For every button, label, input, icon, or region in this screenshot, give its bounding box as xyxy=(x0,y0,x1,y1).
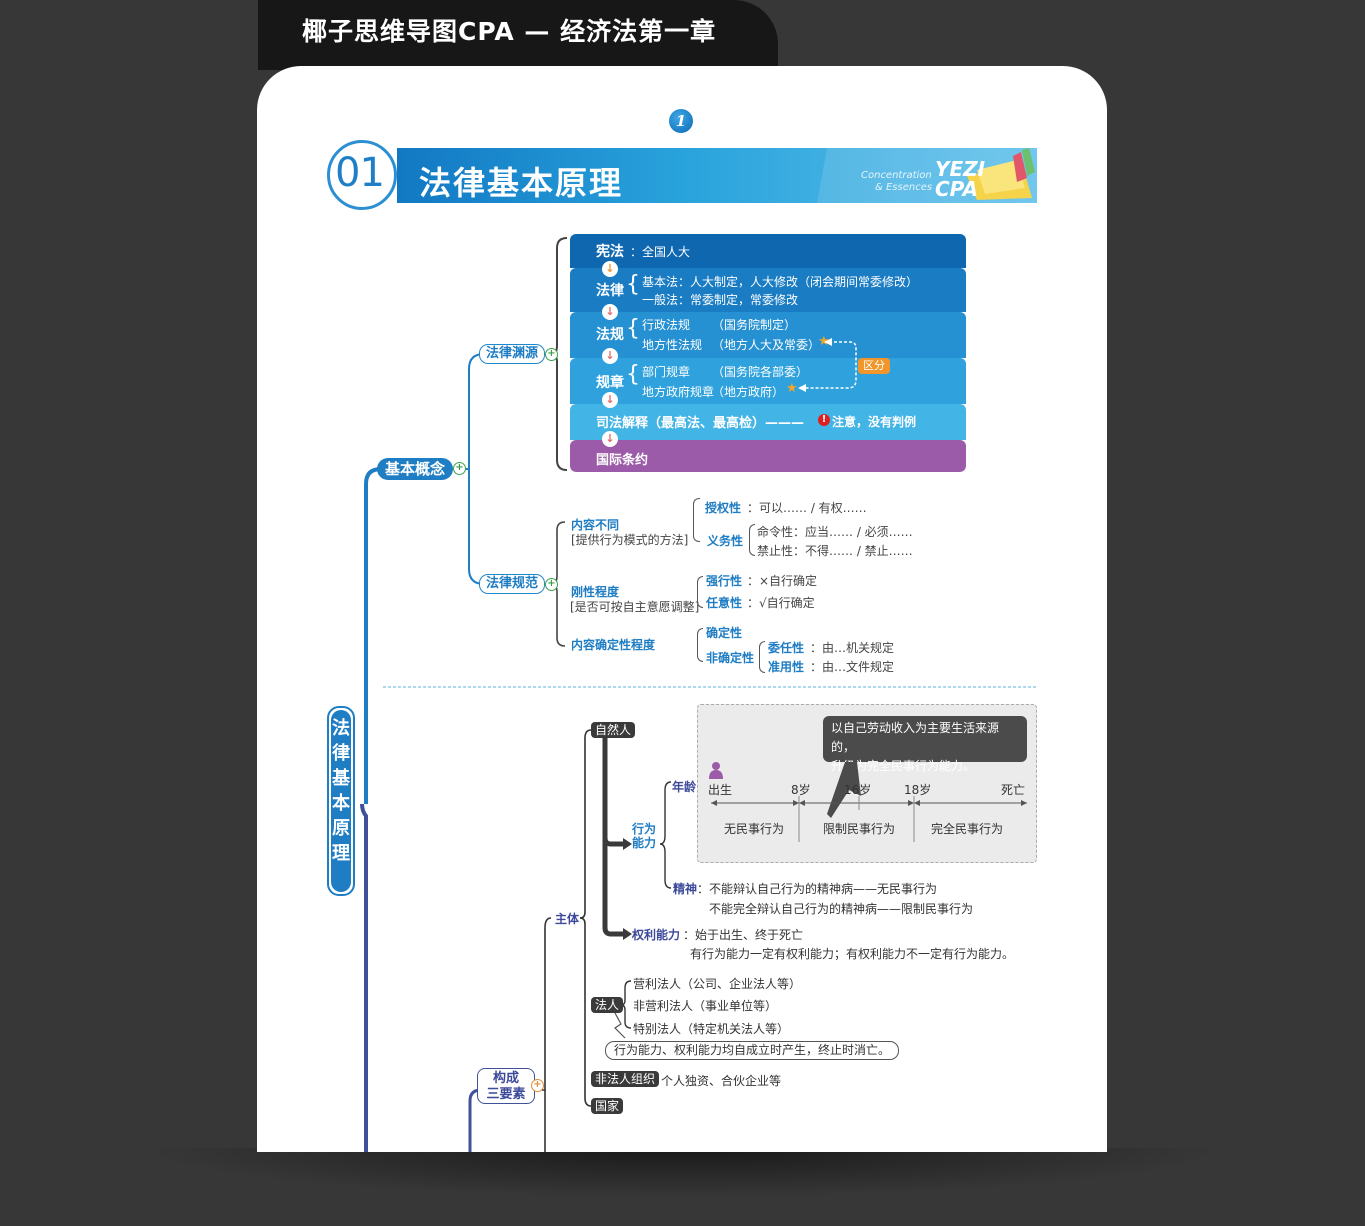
legal-norm-node[interactable]: 法律规范 xyxy=(479,574,545,594)
document-page: 1 01 法律基本原理 Concentration& Essences YEZI… xyxy=(257,66,1107,1152)
distinguish-connector xyxy=(570,234,966,472)
mental-line1: ：不能辩认自己行为的精神病——无民事行为 xyxy=(697,880,937,897)
three-elements-node[interactable]: 构成三要素 xyxy=(477,1068,535,1104)
legal-person-item-3: 特别法人（特定机关法人等） xyxy=(633,1020,789,1037)
optional-desc: ：√自行确定 xyxy=(747,594,815,611)
mandatory-desc: ：×自行确定 xyxy=(747,572,817,589)
subject-label: 主体 xyxy=(555,910,579,927)
quasi-desc: ：由…文件规定 xyxy=(810,658,894,675)
legal-source-hierarchy: 宪法 ：全国人大 ↓ 法律 { 基本法：人大制定，人大修改（闭会期间常委修改） … xyxy=(570,234,966,472)
basic-concept-node[interactable]: 基本概念 xyxy=(377,458,453,480)
judicial-note: 注意，没有判例 xyxy=(832,413,916,430)
brace xyxy=(697,628,703,662)
non-legal-org-desc: 个人独资、合伙企业等 xyxy=(661,1072,781,1089)
capacity-label: 行为能力 xyxy=(632,822,656,850)
non-legal-org-tag: 非法人组织 xyxy=(591,1071,659,1087)
delegated-label: 委任性 xyxy=(768,639,804,656)
expand-plus-icon[interactable]: + xyxy=(545,578,558,591)
rights-line2: 有行为能力一定有权利能力；有权利能力不一定有行为能力。 xyxy=(690,945,1014,962)
legal-source-node[interactable]: 法律渊源 xyxy=(479,344,545,364)
segment-no-capacity: 无民事行为 xyxy=(724,820,784,837)
timeline-point-birth: 出生 xyxy=(708,781,732,798)
legal-person-note: 行为能力、权利能力均自成立时产生，终止时消亡。 xyxy=(605,1041,899,1060)
brace xyxy=(759,641,765,673)
prohibit-desc: 禁止性：不得…… / 禁止…… xyxy=(757,542,913,559)
rights-line1: ：始于出生、终于死亡 xyxy=(683,926,803,943)
expand-plus-icon[interactable]: + xyxy=(545,348,558,361)
root-label: 法律基本原理 xyxy=(331,710,351,892)
brace xyxy=(697,576,703,608)
content-diff-sub: [提供行为模式的方法] xyxy=(571,531,688,548)
optional-label: 任意性 xyxy=(706,594,742,611)
command-desc: 命令性：应当…… / 必须…… xyxy=(757,523,913,540)
obligation-label: 义务性 xyxy=(707,532,743,549)
legal-person-tag: 法人 xyxy=(591,997,623,1013)
warning-icon: ! xyxy=(818,414,830,426)
certainty-label: 内容确定性程度 xyxy=(571,636,655,653)
expand-plus-icon[interactable]: + xyxy=(531,1079,544,1092)
brace xyxy=(693,498,700,542)
legal-person-item-1: 营利法人（公司、企业法人等） xyxy=(633,975,801,992)
quasi-label: 准用性 xyxy=(768,658,804,675)
distinguish-badge: 区分 xyxy=(858,358,890,374)
expand-plus-icon[interactable]: + xyxy=(453,462,466,475)
mental-line2: 不能完全辩认自己行为的精神病——限制民事行为 xyxy=(709,900,973,917)
certain-label: 确定性 xyxy=(706,624,742,641)
timeline-point-8: 8岁 xyxy=(791,781,811,798)
authorize-label: 授权性 xyxy=(705,499,741,516)
rigidity-sub: [是否可按自主意愿调整] xyxy=(570,598,699,615)
judicial-interpretation: 司法解释（最高法、最高检）——— xyxy=(596,412,804,431)
international-treaty: 国际条约 xyxy=(596,449,648,468)
age-label: 年龄 xyxy=(672,778,696,795)
segment-limited-capacity: 限制民事行为 xyxy=(823,820,895,837)
authorize-desc: ：可以…… / 有权…… xyxy=(747,499,867,516)
timeline-point-death: 死亡 xyxy=(1001,781,1025,798)
timeline-point-18: 18岁 xyxy=(904,781,931,798)
legal-person-item-2: 非营利法人（事业单位等） xyxy=(633,997,777,1014)
mental-label: 精神 xyxy=(673,880,697,897)
mandatory-label: 强行性 xyxy=(706,572,742,589)
state-tag: 国家 xyxy=(591,1098,623,1114)
delegated-desc: ：由…机关规定 xyxy=(810,639,894,656)
timeline-point-16: 16岁 xyxy=(844,781,871,798)
rights-capacity-label: 权利能力 xyxy=(632,926,680,943)
segment-full-capacity: 完全民事行为 xyxy=(931,820,1003,837)
arrow-down-icon: ↓ xyxy=(602,431,618,447)
brace xyxy=(749,524,755,556)
header-title: 椰子思维导图CPA — 经济法第一章 xyxy=(302,12,716,48)
root-node[interactable]: 法律基本原理 xyxy=(327,706,355,896)
uncertain-label: 非确定性 xyxy=(706,649,754,666)
page-shadow xyxy=(140,1148,1225,1198)
natural-person-tag: 自然人 xyxy=(591,722,635,738)
